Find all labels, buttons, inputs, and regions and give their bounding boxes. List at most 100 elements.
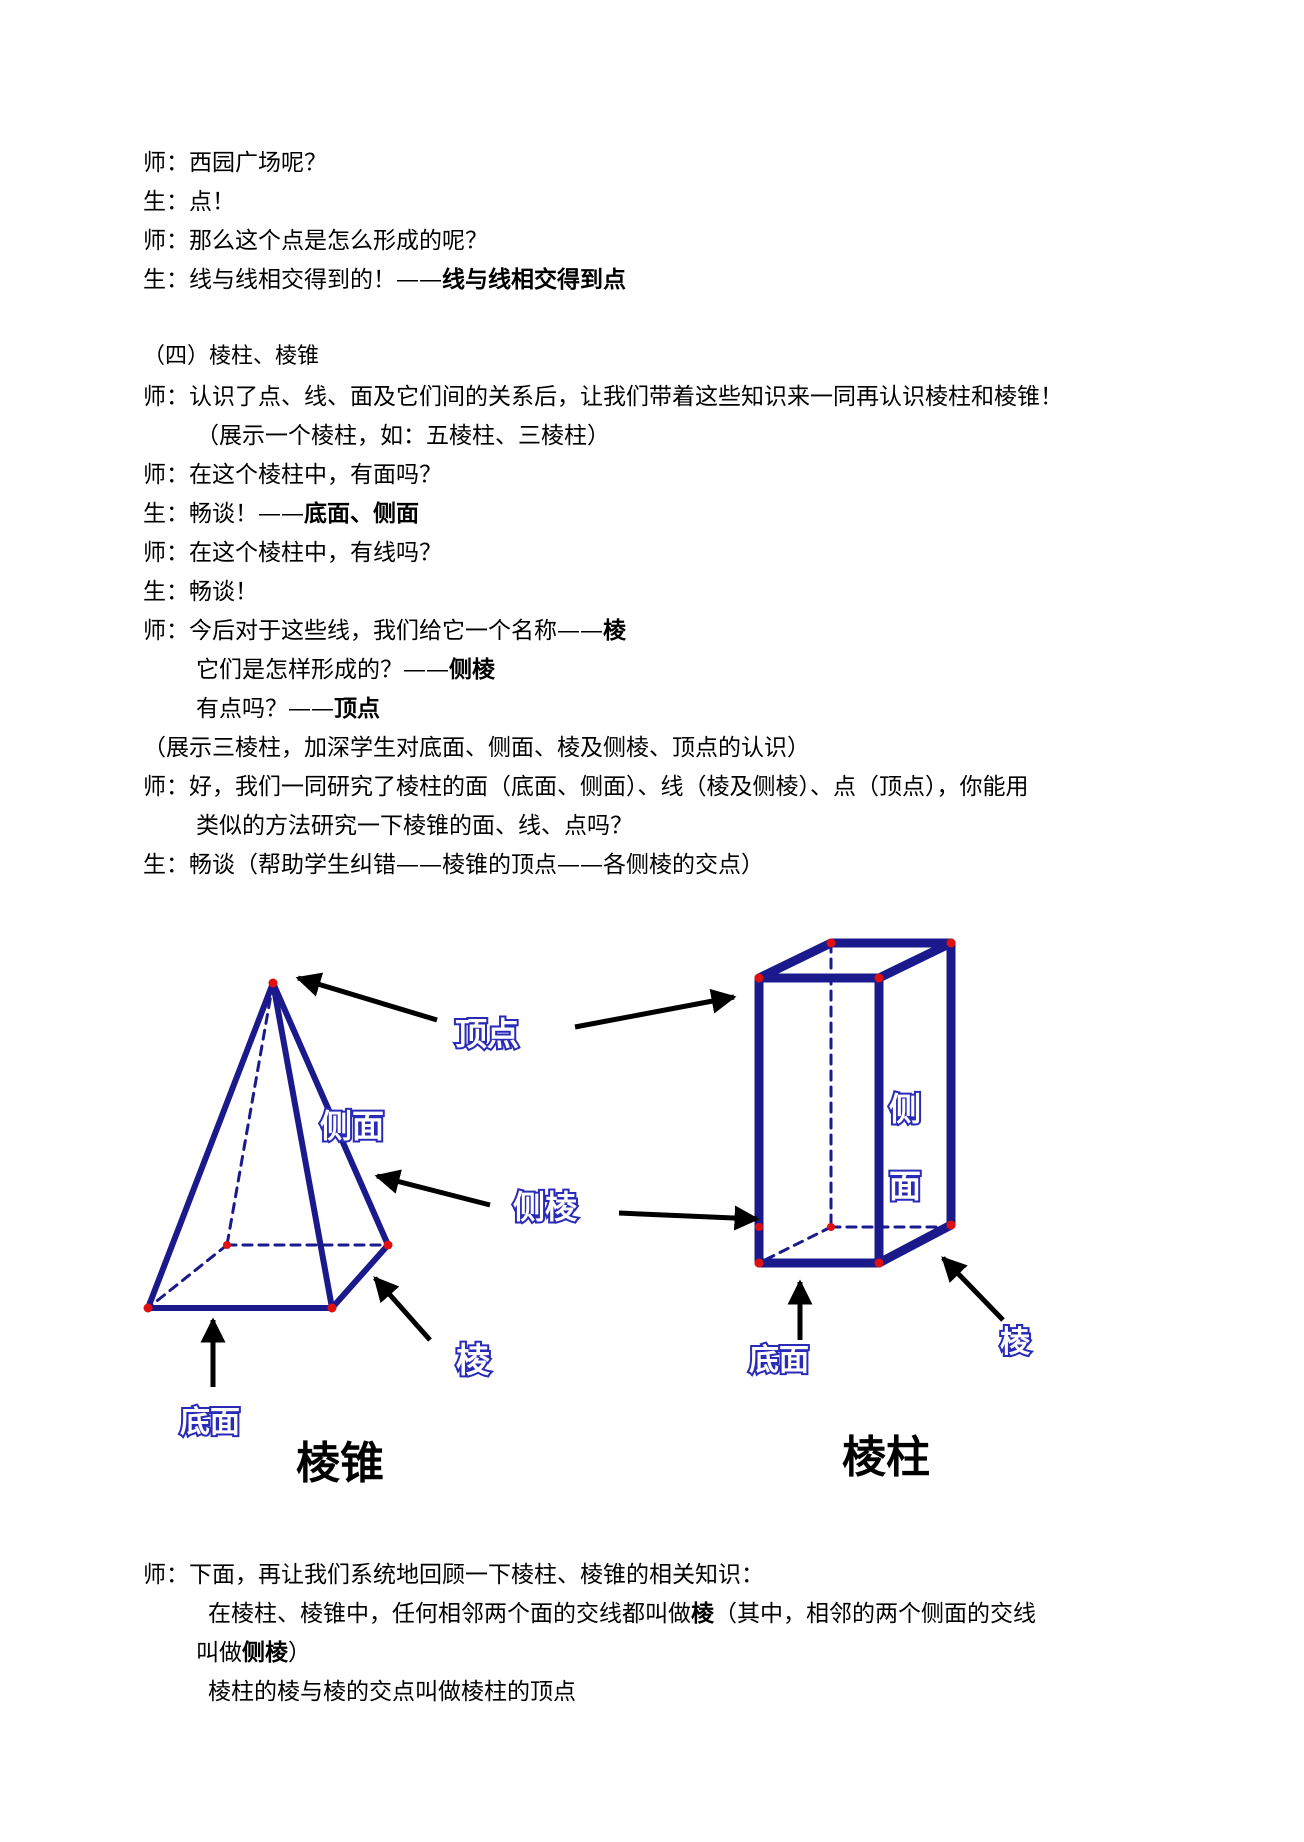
hidden-edge	[225, 981, 275, 1247]
utterance: 点！	[189, 189, 235, 215]
base-label: 底面	[749, 1343, 809, 1378]
speaker: 师：	[143, 462, 189, 488]
dialogue-line: 叫做侧棱）	[196, 1638, 311, 1668]
pyramid-figure	[145, 980, 391, 1311]
prism-title: 棱柱	[842, 1432, 930, 1483]
dialogue-line: （展示三棱柱，加深学生对底面、侧面、棱及侧棱、顶点的认识）	[143, 733, 810, 763]
lateral-face-label: 面	[889, 1167, 921, 1205]
utterance: 在这个棱柱中，有面吗？	[189, 462, 442, 488]
dialogue-line: （展示一个棱柱，如：五棱柱、三棱柱）	[196, 421, 610, 451]
speaker: 师：	[143, 540, 189, 566]
lateral-edge-label: 侧棱	[513, 1188, 578, 1226]
vertex-dot	[946, 938, 956, 948]
utterance: 西园广场呢？	[189, 150, 327, 176]
arrow	[374, 1169, 491, 1208]
prism-figure	[754, 938, 956, 1268]
lateral-edge	[145, 980, 276, 1311]
utterance: 棱柱的棱与棱的交点叫做棱柱的顶点	[208, 1679, 576, 1705]
speaker: 生：	[143, 267, 189, 293]
dialogue-line: 师：今后对于这些线，我们给它一个名称——棱	[143, 616, 626, 646]
edge-label: 棱	[1000, 1325, 1031, 1360]
edge-label: 棱	[456, 1341, 491, 1381]
key-point: 底面、侧面	[304, 501, 419, 527]
speaker: 生：	[143, 189, 189, 215]
dialogue-line: 有点吗？——顶点	[196, 694, 380, 724]
top-face	[754, 938, 956, 983]
speaker: 师：	[143, 618, 189, 644]
utterance: 今后对于这些线，我们给它一个名称——	[189, 618, 603, 644]
arrow	[574, 988, 737, 1030]
key-point: 侧棱	[449, 657, 495, 683]
key-point: 顶点	[334, 696, 380, 722]
speaker: 生：	[143, 852, 189, 878]
dialogue-line: 师：那么这个点是怎么形成的呢？	[143, 226, 488, 256]
hidden-edge	[757, 1225, 833, 1265]
speaker: 生：	[143, 501, 189, 527]
vertex-dot	[827, 1223, 835, 1231]
vertex-dot	[383, 1240, 393, 1250]
key-point: 棱	[603, 618, 626, 644]
dialogue-line: 师：认识了点、线、面及它们间的关系后，让我们带着这些知识来一同再认识棱柱和棱锥！	[143, 382, 1063, 412]
hidden-edge	[146, 1243, 229, 1310]
arrow	[373, 1276, 432, 1342]
dialogue-line: 生：畅谈！——底面、侧面	[143, 499, 419, 529]
utterance: 好，我们一同研究了棱柱的面（底面、侧面）、线（棱及侧棱）、点（顶点），你能用	[189, 774, 1029, 800]
lateral-face-label: 侧面	[320, 1107, 384, 1145]
arrows	[200, 972, 1005, 1387]
base-edge	[874, 1220, 956, 1268]
base-edge	[329, 1242, 391, 1311]
utterance: 那么这个点是怎么形成的呢？	[189, 228, 488, 254]
dialogue-line: 师：在这个棱柱中，有线吗？	[143, 538, 442, 568]
vertex-dot	[755, 1223, 763, 1231]
vertex-dot	[268, 978, 278, 988]
vertex-dot	[946, 1220, 956, 1230]
speaker: 师：	[143, 1562, 189, 1588]
pyramid-title: 棱锥	[296, 1438, 384, 1489]
dialogue-line: 在棱柱、棱锥中，任何相邻两个面的交线都叫做棱（其中，相邻的两个侧面的交线	[208, 1599, 1036, 1629]
vertex-dot	[223, 1241, 231, 1249]
section-heading: （四）棱柱、棱锥	[143, 342, 319, 372]
speaker: 师：	[143, 384, 189, 410]
utterance: 在棱柱、棱锥中，任何相邻两个面的交线都叫做	[208, 1601, 691, 1627]
lateral-edge	[270, 980, 335, 1311]
arrow	[295, 972, 438, 1023]
key-point: 线与线相交得到点	[442, 267, 626, 293]
dialogue-line: 生：线与线相交得到的！——线与线相交得到点	[143, 265, 626, 295]
utterance: 畅谈（帮助学生纠错——棱锥的顶点——各侧棱的交点）	[189, 852, 764, 878]
utterance: 类似的方法研究一下棱锥的面、线、点吗？	[196, 813, 633, 839]
utterance: 下面，再让我们系统地回顾一下棱柱、棱锥的相关知识：	[189, 1562, 764, 1588]
speaker: 师：	[143, 774, 189, 800]
vertex-dot	[754, 973, 764, 983]
vertex-label: 顶点	[455, 1015, 519, 1053]
lateral-face-label: 侧	[889, 1090, 921, 1128]
vertex-dot	[754, 1258, 764, 1268]
arrow	[941, 1256, 1005, 1322]
prism-vertices	[754, 938, 956, 1268]
utterance: （展示三棱柱，加深学生对底面、侧面、棱及侧棱、顶点的认识）	[143, 735, 810, 761]
vertex-dot	[874, 973, 884, 983]
utterance: 畅谈！	[189, 579, 258, 605]
pyramid-vertices	[143, 978, 393, 1313]
vertex-dot	[826, 938, 836, 948]
dialogue-line: 师：在这个棱柱中，有面吗？	[143, 460, 442, 490]
utterance: 线与线相交得到的！——	[189, 267, 442, 293]
dialogue-line: 生：点！	[143, 187, 235, 217]
key-term: 棱	[691, 1601, 714, 1627]
dialogue-line: 棱柱的棱与棱的交点叫做棱柱的顶点	[208, 1677, 576, 1707]
section-heading-text: （四）棱柱、棱锥	[143, 344, 320, 369]
dialogue-line: 生：畅谈！	[143, 577, 258, 607]
vertex-dot	[143, 1303, 153, 1313]
base-label: 底面	[180, 1405, 240, 1440]
dialogue-line: 师：下面，再让我们系统地回顾一下棱柱、棱锥的相关知识：	[143, 1560, 764, 1590]
dialogue-line: 类似的方法研究一下棱锥的面、线、点吗？	[196, 811, 633, 841]
utterance-tail: （其中，相邻的两个侧面的交线	[714, 1601, 1036, 1627]
utterance: 在这个棱柱中，有线吗？	[189, 540, 442, 566]
arrow	[618, 1205, 760, 1231]
utterance: 畅谈！——	[189, 501, 304, 527]
utterance: （展示一个棱柱，如：五棱柱、三棱柱）	[196, 423, 610, 449]
utterance: 它们是怎样形成的？——	[196, 657, 449, 683]
key-term: 侧棱	[242, 1640, 288, 1666]
utterance: 有点吗？——	[196, 696, 334, 722]
dialogue-line: 师：好，我们一同研究了棱柱的面（底面、侧面）、线（棱及侧棱）、点（顶点），你能用	[143, 772, 1029, 802]
speaker: 师：	[143, 228, 189, 254]
